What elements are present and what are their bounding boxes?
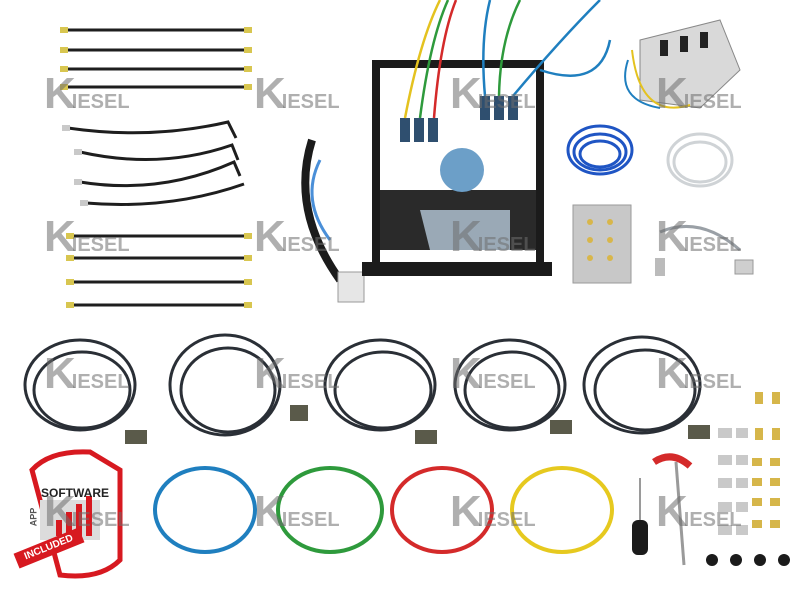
watermark-logo: KIESEL bbox=[254, 349, 340, 398]
watermark-logo: KIESEL bbox=[450, 69, 536, 118]
watermark-logo: KIESEL bbox=[656, 349, 742, 398]
software-box-side-label: APP bbox=[28, 507, 39, 527]
watermark-logo: KIESEL bbox=[450, 349, 536, 398]
watermark-logo: KIESEL bbox=[44, 349, 130, 398]
clear-hose bbox=[666, 132, 734, 188]
watermark-logo: KIESEL bbox=[44, 212, 130, 261]
injector-rail-block bbox=[624, 19, 741, 109]
screwdriver bbox=[632, 478, 648, 555]
watermark-logo: KIESEL bbox=[254, 69, 340, 118]
straight-hoses-lower bbox=[66, 233, 252, 308]
watermark-logo: KIESEL bbox=[254, 487, 340, 536]
bent-hoses bbox=[62, 120, 245, 206]
watermark-logo: KIESEL bbox=[656, 487, 742, 536]
fittings-set bbox=[706, 392, 790, 566]
watermark-logo: KIESEL bbox=[44, 69, 130, 118]
t-handle-key bbox=[652, 453, 693, 566]
blue-pneumatic-hose bbox=[566, 124, 634, 176]
connector-cable bbox=[655, 224, 754, 276]
straight-hoses bbox=[60, 27, 252, 90]
colored-hose-loops bbox=[153, 466, 614, 554]
software-box-title: SOFTWARE bbox=[41, 486, 109, 500]
harness-cables bbox=[23, 333, 710, 444]
watermark-logo: KIESEL bbox=[254, 212, 340, 261]
watermark-logo: KIESEL bbox=[450, 212, 536, 261]
watermark-logo: KIESEL bbox=[450, 487, 536, 536]
adapter-plate bbox=[572, 204, 632, 284]
watermark-logo: KIESEL bbox=[656, 212, 742, 261]
watermark-logo: KIESEL bbox=[44, 487, 130, 536]
measuring-stand bbox=[301, 0, 612, 303]
watermark-logo: KIESEL bbox=[656, 69, 742, 118]
